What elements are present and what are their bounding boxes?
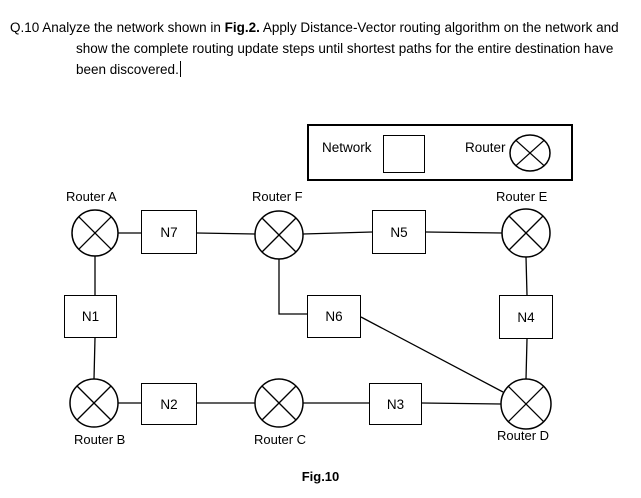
network-n5: N5 xyxy=(372,210,426,254)
network-n4: N4 xyxy=(499,295,553,339)
network-n7: N7 xyxy=(141,210,197,254)
router-c-label: Router C xyxy=(254,432,307,447)
question-line-3: been discovered. xyxy=(10,59,635,80)
link-n1-b xyxy=(93,337,96,380)
router-d-icon xyxy=(500,378,552,430)
question-line-1-pre: Q.10 Analyze the network shown in xyxy=(10,20,225,35)
legend-router-label: Router xyxy=(465,140,506,155)
network-n6: N6 xyxy=(307,295,361,338)
link-e-n4 xyxy=(525,256,528,296)
router-d-label: Router D xyxy=(497,428,550,443)
legend-box: Network Router xyxy=(307,124,573,181)
link-n6-d xyxy=(360,316,504,393)
router-f-label: Router F xyxy=(252,189,303,204)
link-n5-e xyxy=(425,231,503,234)
legend-router-icon xyxy=(509,134,551,172)
network-n1: N1 xyxy=(64,295,117,338)
figure-caption: Fig.10 xyxy=(301,469,340,484)
router-f-icon xyxy=(254,210,304,260)
figure-reference: Fig.2. xyxy=(224,20,260,35)
router-c-icon xyxy=(254,378,304,428)
question-line-3-text: been discovered. xyxy=(76,62,179,77)
router-b-label: Router B xyxy=(74,432,126,447)
network-n3: N3 xyxy=(369,383,422,425)
router-a-label: Router A xyxy=(66,189,117,204)
link-f-n6 xyxy=(278,259,307,315)
legend-network-label: Network xyxy=(322,140,372,155)
question-line-1-post: Apply Distance-Vector routing algorithm … xyxy=(259,20,619,35)
router-b-icon xyxy=(69,378,119,428)
network-n6-label: N6 xyxy=(325,309,343,324)
network-n1-label: N1 xyxy=(81,309,100,324)
network-n2: N2 xyxy=(141,383,197,425)
network-n5-label: N5 xyxy=(390,224,408,240)
network-n7-label: N7 xyxy=(160,224,178,240)
link-f-n5 xyxy=(302,231,373,235)
network-n3-label: N3 xyxy=(386,396,405,412)
router-e-icon xyxy=(501,208,551,258)
text-cursor xyxy=(179,61,182,77)
question-line-1: Q.10 Analyze the network shown in Fig.2.… xyxy=(10,17,635,38)
router-a-icon xyxy=(71,209,119,257)
link-n3-d xyxy=(421,402,502,405)
question-line-2: show the complete routing update steps u… xyxy=(76,41,614,56)
network-n4-label: N4 xyxy=(517,309,535,325)
question-text: Q.10 Analyze the network shown in Fig.2.… xyxy=(10,17,635,80)
link-n4-d xyxy=(525,338,528,380)
network-n2-label: N2 xyxy=(160,396,178,412)
link-n7-f xyxy=(196,232,256,235)
legend-network-icon xyxy=(383,135,425,173)
router-e-label: Router E xyxy=(496,189,548,204)
